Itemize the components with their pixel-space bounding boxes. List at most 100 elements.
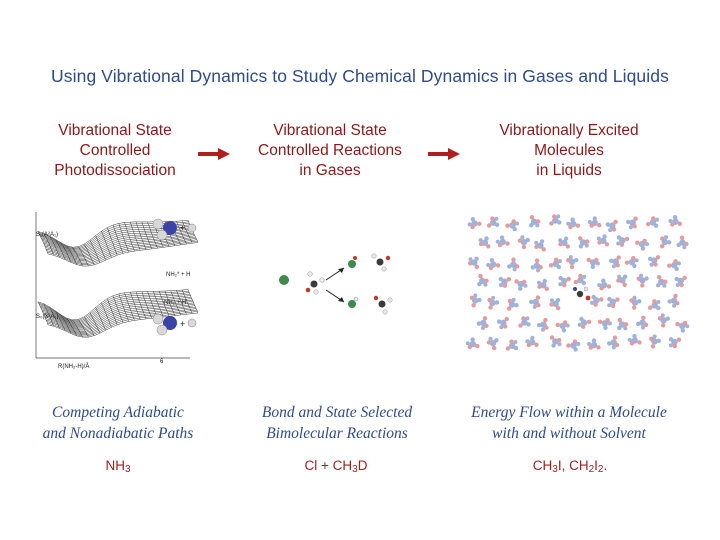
solvent-atom	[591, 338, 597, 343]
solvent-atom	[662, 283, 667, 288]
chem-part: CH	[532, 458, 553, 473]
stage-line: Photodissociation	[54, 162, 176, 179]
mesh-line	[147, 291, 158, 318]
solvent-molecule	[486, 216, 500, 228]
solvent-atom	[643, 322, 649, 328]
solvent-atom	[503, 324, 508, 329]
solvent-atom	[498, 276, 503, 282]
solvent-atom	[607, 303, 612, 308]
solvent-molecule	[529, 215, 541, 228]
mesh-line	[112, 295, 124, 323]
solvent-atom	[635, 240, 640, 245]
mesh-line	[89, 240, 101, 263]
solvent-atom	[473, 293, 478, 298]
solvent-atom	[507, 264, 512, 269]
solvent-atom	[667, 240, 672, 245]
solvent-atom	[521, 319, 528, 326]
solvent-atom	[618, 321, 626, 328]
solvent-atom	[468, 261, 473, 266]
solvent-atom	[632, 295, 637, 300]
solvent-molecule	[668, 215, 683, 227]
solvent-atom	[633, 216, 638, 221]
system-nh3: NH3	[18, 458, 218, 475]
solvent-atom	[594, 257, 599, 263]
solvent-molecule	[468, 256, 480, 270]
solvent-atom	[481, 326, 485, 330]
mesh-line	[112, 225, 124, 254]
solvent-atom	[530, 335, 535, 341]
stage-liquids: Vibrationally Excited Molecules in Liqui…	[469, 121, 669, 181]
lower-channel-label: NH₂ + H	[164, 300, 186, 306]
mesh-line	[106, 298, 118, 325]
solvent-atom	[578, 236, 583, 241]
solvent-atom	[470, 217, 475, 222]
solvent-atom	[640, 283, 645, 288]
solvent-atom	[518, 323, 523, 328]
solvent-molecule	[549, 335, 562, 348]
solvent-atom	[624, 260, 630, 265]
solvent-atom	[670, 222, 675, 227]
solvent-molecule	[657, 313, 670, 328]
solvent-atom	[582, 274, 587, 279]
solvent-atom	[544, 325, 549, 330]
solvent-atom	[599, 297, 604, 302]
solvent-atom	[637, 340, 642, 345]
slide-title: Using Vibrational Dynamics to Study Chem…	[51, 66, 669, 86]
solvent-atom	[522, 279, 527, 285]
mesh-line	[158, 291, 170, 317]
caption-line: Competing Adiabatic	[52, 404, 184, 421]
chem-subscript: 2	[597, 464, 604, 475]
solvent-atom	[484, 323, 489, 328]
potential-energy-surface-plot: S₁(A²A₁) S₀(X²A₁) NH₂* + H NH₂ + H R(NH₂…	[35, 212, 199, 370]
solvent-atom	[530, 265, 535, 270]
solvent-atom	[656, 305, 661, 311]
mesh-line	[78, 319, 89, 338]
mesh-line	[135, 291, 147, 319]
mesh-line	[37, 289, 189, 321]
solvent-atom	[674, 266, 679, 272]
solvent-atom	[537, 284, 542, 289]
mesh-line	[164, 290, 176, 316]
mesh-line	[55, 239, 66, 260]
solvent-atom	[555, 322, 560, 328]
solvent-atom	[557, 259, 562, 264]
solvent-atom	[478, 241, 484, 247]
solvent-atom	[508, 342, 516, 349]
mesh-line	[176, 290, 187, 315]
solvent-atom	[631, 256, 636, 261]
mesh-line	[141, 221, 153, 249]
solvent-atom	[578, 273, 583, 279]
solvent-atom	[568, 255, 573, 260]
solvent-molecule	[566, 217, 581, 230]
system-cl-ch3d: Cl + CH3D	[236, 458, 436, 475]
mesh-line	[72, 247, 83, 267]
solvent-atom	[494, 222, 500, 227]
solvent-atom	[557, 342, 562, 347]
solvent-atom	[549, 221, 554, 226]
solvent-atom	[515, 221, 520, 226]
solvent-atom	[536, 303, 541, 308]
solvent-atom	[467, 222, 472, 227]
solvent-atom	[614, 342, 620, 348]
solvent-atom	[494, 216, 499, 221]
solvent-atom	[677, 277, 684, 285]
solvent-molecule	[558, 275, 571, 288]
solvent-atom	[590, 264, 595, 269]
axis-tick-label: 6	[160, 359, 164, 365]
solvent-atom	[653, 223, 659, 228]
solvent-atom	[563, 236, 569, 241]
solvent-atom	[629, 341, 635, 346]
solvent-atom	[509, 222, 516, 229]
solvent-atom	[570, 342, 577, 349]
solvent-atom	[551, 343, 556, 348]
solvent-atom	[540, 282, 547, 289]
solvent-atom	[611, 303, 616, 309]
solvent-atom	[476, 321, 482, 326]
solvent-atom	[660, 236, 665, 241]
solvent-molecule	[496, 316, 509, 330]
solvent-atom	[597, 283, 602, 288]
solvent-molecule	[536, 317, 549, 332]
solvent-molecule	[465, 337, 480, 350]
solvent-atom	[667, 263, 672, 268]
solvent-atom	[597, 240, 602, 245]
